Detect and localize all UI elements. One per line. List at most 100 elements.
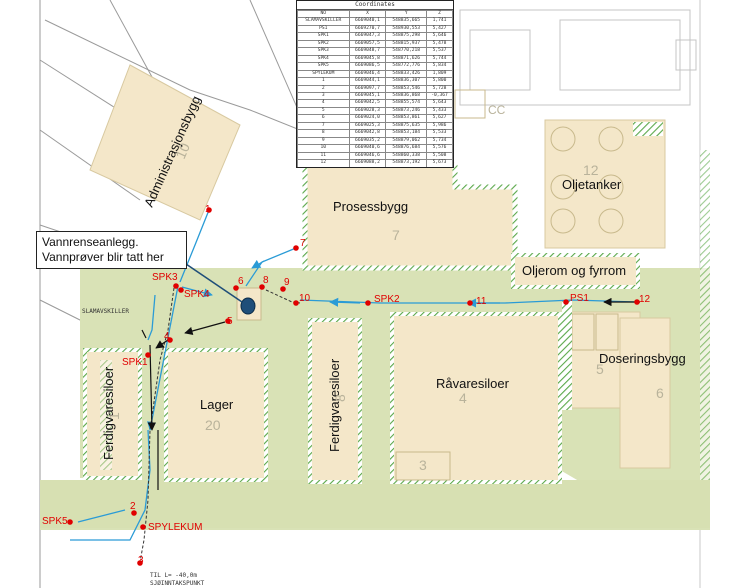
- coordinates-cell: 548875,635: [385, 121, 428, 131]
- point-label-4: 4: [164, 331, 170, 342]
- label-prosessbygg: Prosessbygg: [333, 199, 408, 214]
- coordinates-cell: 1,741: [426, 17, 453, 26]
- label-doseringsbygg: Doseringsbygg: [599, 351, 686, 366]
- coordinates-cell: 548815,937: [385, 39, 428, 49]
- coordinates-cell: 6669270,7: [348, 24, 387, 34]
- num-prosessbygg: 7: [392, 227, 400, 243]
- coordinates-cell: SPK5: [297, 62, 350, 71]
- point-label-spk2: SPK2: [374, 294, 400, 305]
- coordinates-cell: 10: [297, 144, 350, 153]
- coordinates-cell: 5,986: [426, 121, 453, 131]
- coordinates-cell: 6669047,3: [348, 32, 387, 41]
- coordinates-cell: 5,728: [426, 84, 453, 94]
- road-bottom: [40, 480, 710, 528]
- callout-leader: [185, 263, 243, 303]
- coordinates-cell: 6669045,1: [348, 91, 387, 101]
- coordinates-cell: 5,834: [426, 62, 453, 71]
- num-ferdigvaresiloer-right: 8: [332, 394, 348, 402]
- coordinates-cell: 548871,626: [385, 54, 428, 64]
- water-sample-marker: [236, 287, 262, 321]
- coordinates-cell: 6669088,2: [348, 159, 387, 167]
- coordinates-cell: 6669054,5: [348, 166, 387, 167]
- label-ravaresiloer: Råvaresiloer: [436, 376, 510, 391]
- point-label-spk3: SPK3: [152, 272, 178, 283]
- label-outlet: TIL L= -40,0m: [150, 572, 197, 579]
- coordinates-cell: 2: [297, 84, 350, 94]
- coordinates-cell: 5: [297, 106, 350, 116]
- point-label-6: 6: [238, 276, 244, 287]
- coordinates-cell: 5,508: [426, 151, 453, 161]
- coordinates-cell: 6669086,5: [348, 62, 387, 71]
- coordinates-cell: 5,533: [426, 129, 453, 138]
- coordinates-header-cell: X: [348, 9, 387, 19]
- coordinates-cell: 548860,338: [385, 151, 428, 161]
- coordinates-cell: 548855,574: [385, 99, 428, 108]
- coordinates-cell: 5,453: [426, 166, 453, 167]
- coordinates-cell: 6669035,2: [348, 136, 387, 146]
- point-label-8: 8: [263, 275, 269, 286]
- point-label-9: 9: [284, 277, 290, 288]
- label-oljerom: Oljerom og fyrrom: [522, 263, 626, 278]
- point-label-ps1: PS1: [570, 293, 589, 304]
- building-ferdigvaresiloer-right: [308, 318, 362, 484]
- coordinates-cell: 548876,684: [385, 144, 428, 153]
- coordinates-cell: PS1: [297, 24, 350, 34]
- water-treatment-callout: Vannrenseanlegg. Vannprøver blir tatt he…: [36, 231, 187, 269]
- num-doseringsbygg: 6: [656, 385, 664, 401]
- coordinates-cell: 6669057,5: [348, 39, 387, 49]
- coordinates-cell: 6669025,3: [348, 121, 387, 131]
- label-lager: Lager: [200, 397, 234, 412]
- coordinates-cell: 5,646: [426, 32, 453, 41]
- coordinates-cell: 5,478: [426, 39, 453, 49]
- coordinates-cell: 6669024,0: [348, 114, 387, 123]
- coordinates-header-cell: NO: [297, 9, 350, 19]
- dashed-pipe: [139, 287, 301, 563]
- coordinates-cell: SPK3: [297, 47, 350, 56]
- coordinates-cell: 5,744: [426, 54, 453, 64]
- coordinates-cell: 8: [297, 129, 350, 138]
- coordinates-cell: 5,537: [426, 47, 453, 56]
- coordinates-cell: SPK4: [297, 54, 350, 64]
- coordinates-cell: 5,673: [426, 159, 453, 167]
- coordinates-cell: 3: [297, 91, 350, 101]
- label-oljetanker: Oljetanker: [562, 177, 622, 192]
- num-ferdigvaresiloer-left: 1: [106, 412, 122, 420]
- coordinates-cell: 5,800: [426, 77, 453, 86]
- callout-line-1: Vannrenseanlegg.: [42, 235, 139, 249]
- coordinates-cell: 1,809: [426, 69, 453, 79]
- coordinates-cell: 6669048,7: [348, 47, 387, 56]
- callout-line-2: Vannprøver blir tatt her: [42, 250, 164, 264]
- num-doseringsbygg-5: 5: [596, 361, 604, 377]
- building-ferdigvaresiloer-left: [83, 348, 142, 480]
- coordinates-cell: 6669040,1: [348, 17, 387, 26]
- building-oljetanker: [544, 119, 666, 249]
- point-label-spk1: SPK1: [122, 357, 148, 368]
- coordinates-cell: 5,427: [426, 24, 453, 34]
- coordinates-cell: 5,433: [426, 106, 453, 116]
- coordinates-cell: SPK1: [297, 32, 350, 41]
- coordinates-cell: 548836,868: [385, 91, 428, 101]
- coordinates-cell: 6669045,8: [348, 54, 387, 64]
- coordinates-cell: 9: [297, 136, 350, 146]
- coordinates-cell: 6669046,6: [348, 151, 387, 161]
- coordinates-cell: SPYLEKUM: [297, 69, 350, 79]
- coordinates-header-cell: Y: [385, 9, 428, 19]
- building-ravaresiloer: [390, 312, 562, 484]
- coordinates-cell: 5,734: [426, 136, 453, 146]
- label-ferdigvaresiloer-right: Ferdigvaresiloer: [327, 358, 342, 452]
- label-ferdigvaresiloer-left: Ferdigvaresiloer: [101, 366, 116, 460]
- hatched-strips: [100, 89, 710, 480]
- point-label-5: 5: [227, 316, 233, 327]
